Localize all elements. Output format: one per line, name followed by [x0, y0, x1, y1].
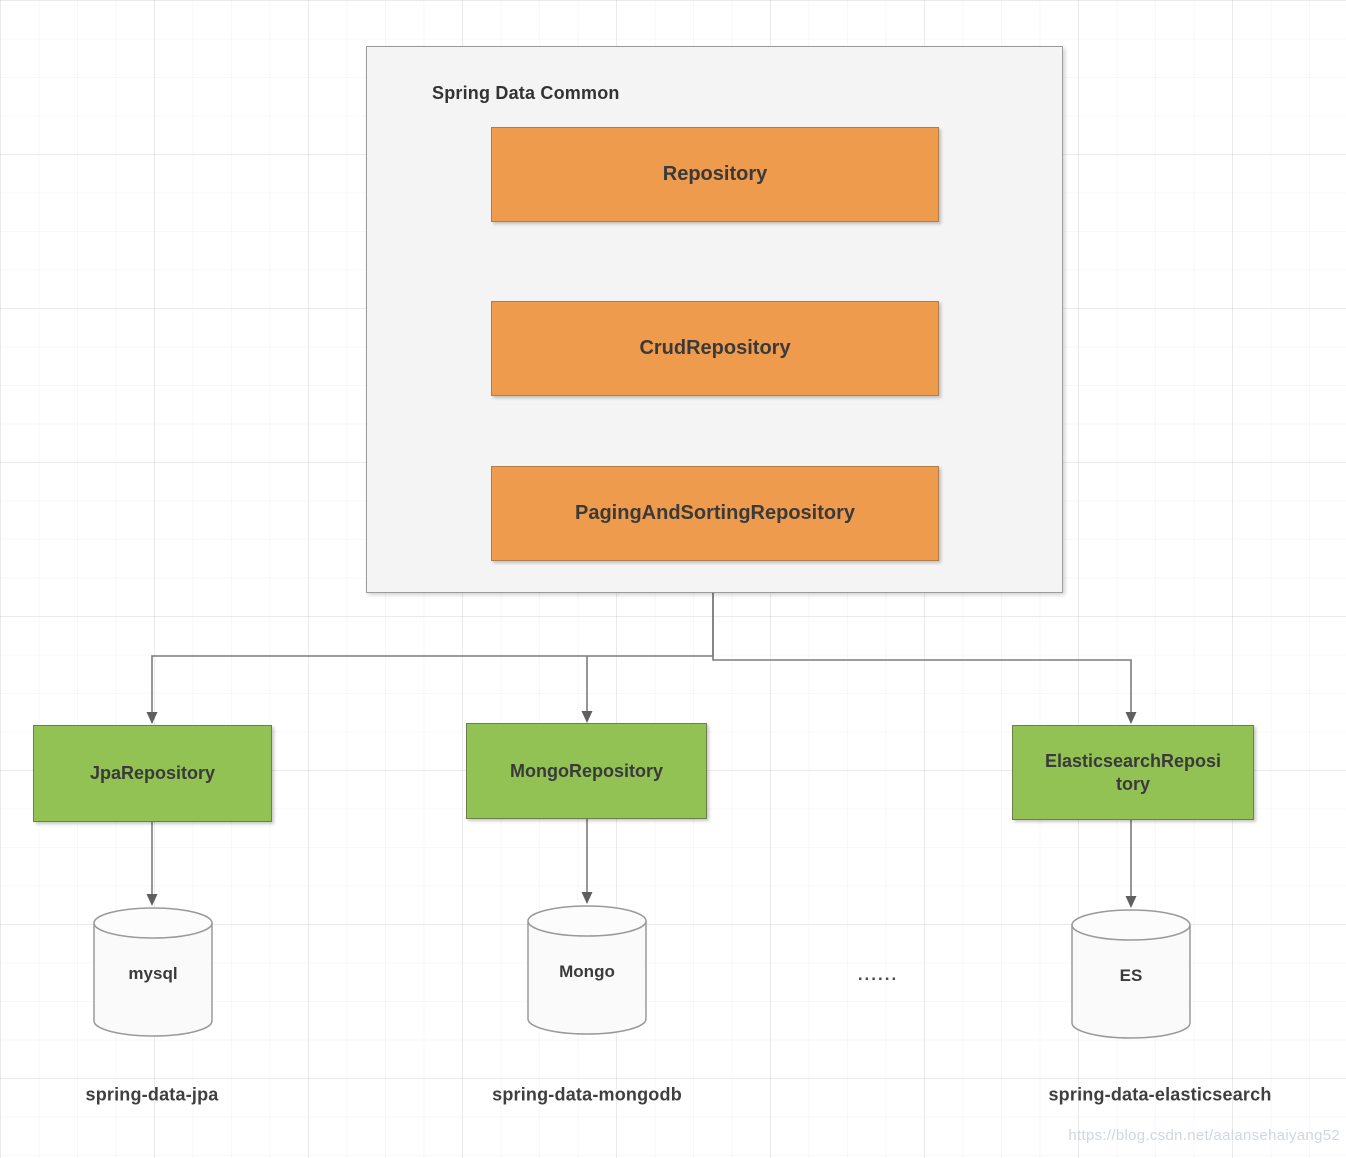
arrowhead-mongorepository: [581, 711, 593, 723]
arrowhead-mongo: [581, 892, 593, 904]
node-repository-label: Repository: [662, 163, 768, 185]
mongo-label: Mongo: [559, 962, 615, 981]
watermark-url: https://blog.csdn.net/aalansehaiyang52: [1068, 1127, 1340, 1144]
arrowhead-elasticsearchrepository: [1125, 712, 1137, 724]
ellipsis-dots: ......: [857, 965, 899, 984]
node-mongorepository: MongoRepository: [466, 723, 707, 819]
mysql-label: mysql: [128, 964, 178, 983]
footer-label-spring-data-mongodb: spring-data-mongodb: [492, 1084, 682, 1105]
node-pagingandsortingrepository: PagingAndSortingRepository: [491, 466, 939, 561]
connector-trunk-left: [151, 591, 714, 714]
arrowhead-es: [1125, 896, 1137, 908]
node-mongorepository-label: MongoRepository: [510, 760, 663, 781]
node-elasticsearchrepository: ElasticsearchRepository: [1012, 725, 1254, 820]
node-crudrepository: CrudRepository: [491, 301, 939, 396]
node-elasticsearchrepository-label: ElasticsearchRepository: [1044, 751, 1222, 794]
node-jparepository: JpaRepository: [33, 725, 272, 822]
node-jparepository-label: JpaRepository: [89, 763, 216, 783]
group-title: Spring Data Common: [432, 83, 620, 103]
arrowhead-jparepository: [146, 712, 158, 724]
footer-label-spring-data-elasticsearch: spring-data-elasticsearch: [1048, 1084, 1272, 1105]
arrowhead-mysql: [146, 894, 158, 906]
connector-trunk-right: [712, 591, 1132, 714]
node-pagingandsortingrepository-label: PagingAndSortingRepository: [575, 502, 855, 524]
node-repository: Repository: [491, 127, 939, 222]
footer-label-spring-data-jpa: spring-data-jpa: [85, 1084, 219, 1105]
es-label: ES: [1119, 966, 1143, 985]
node-crudrepository-label: CrudRepository: [639, 337, 791, 359]
